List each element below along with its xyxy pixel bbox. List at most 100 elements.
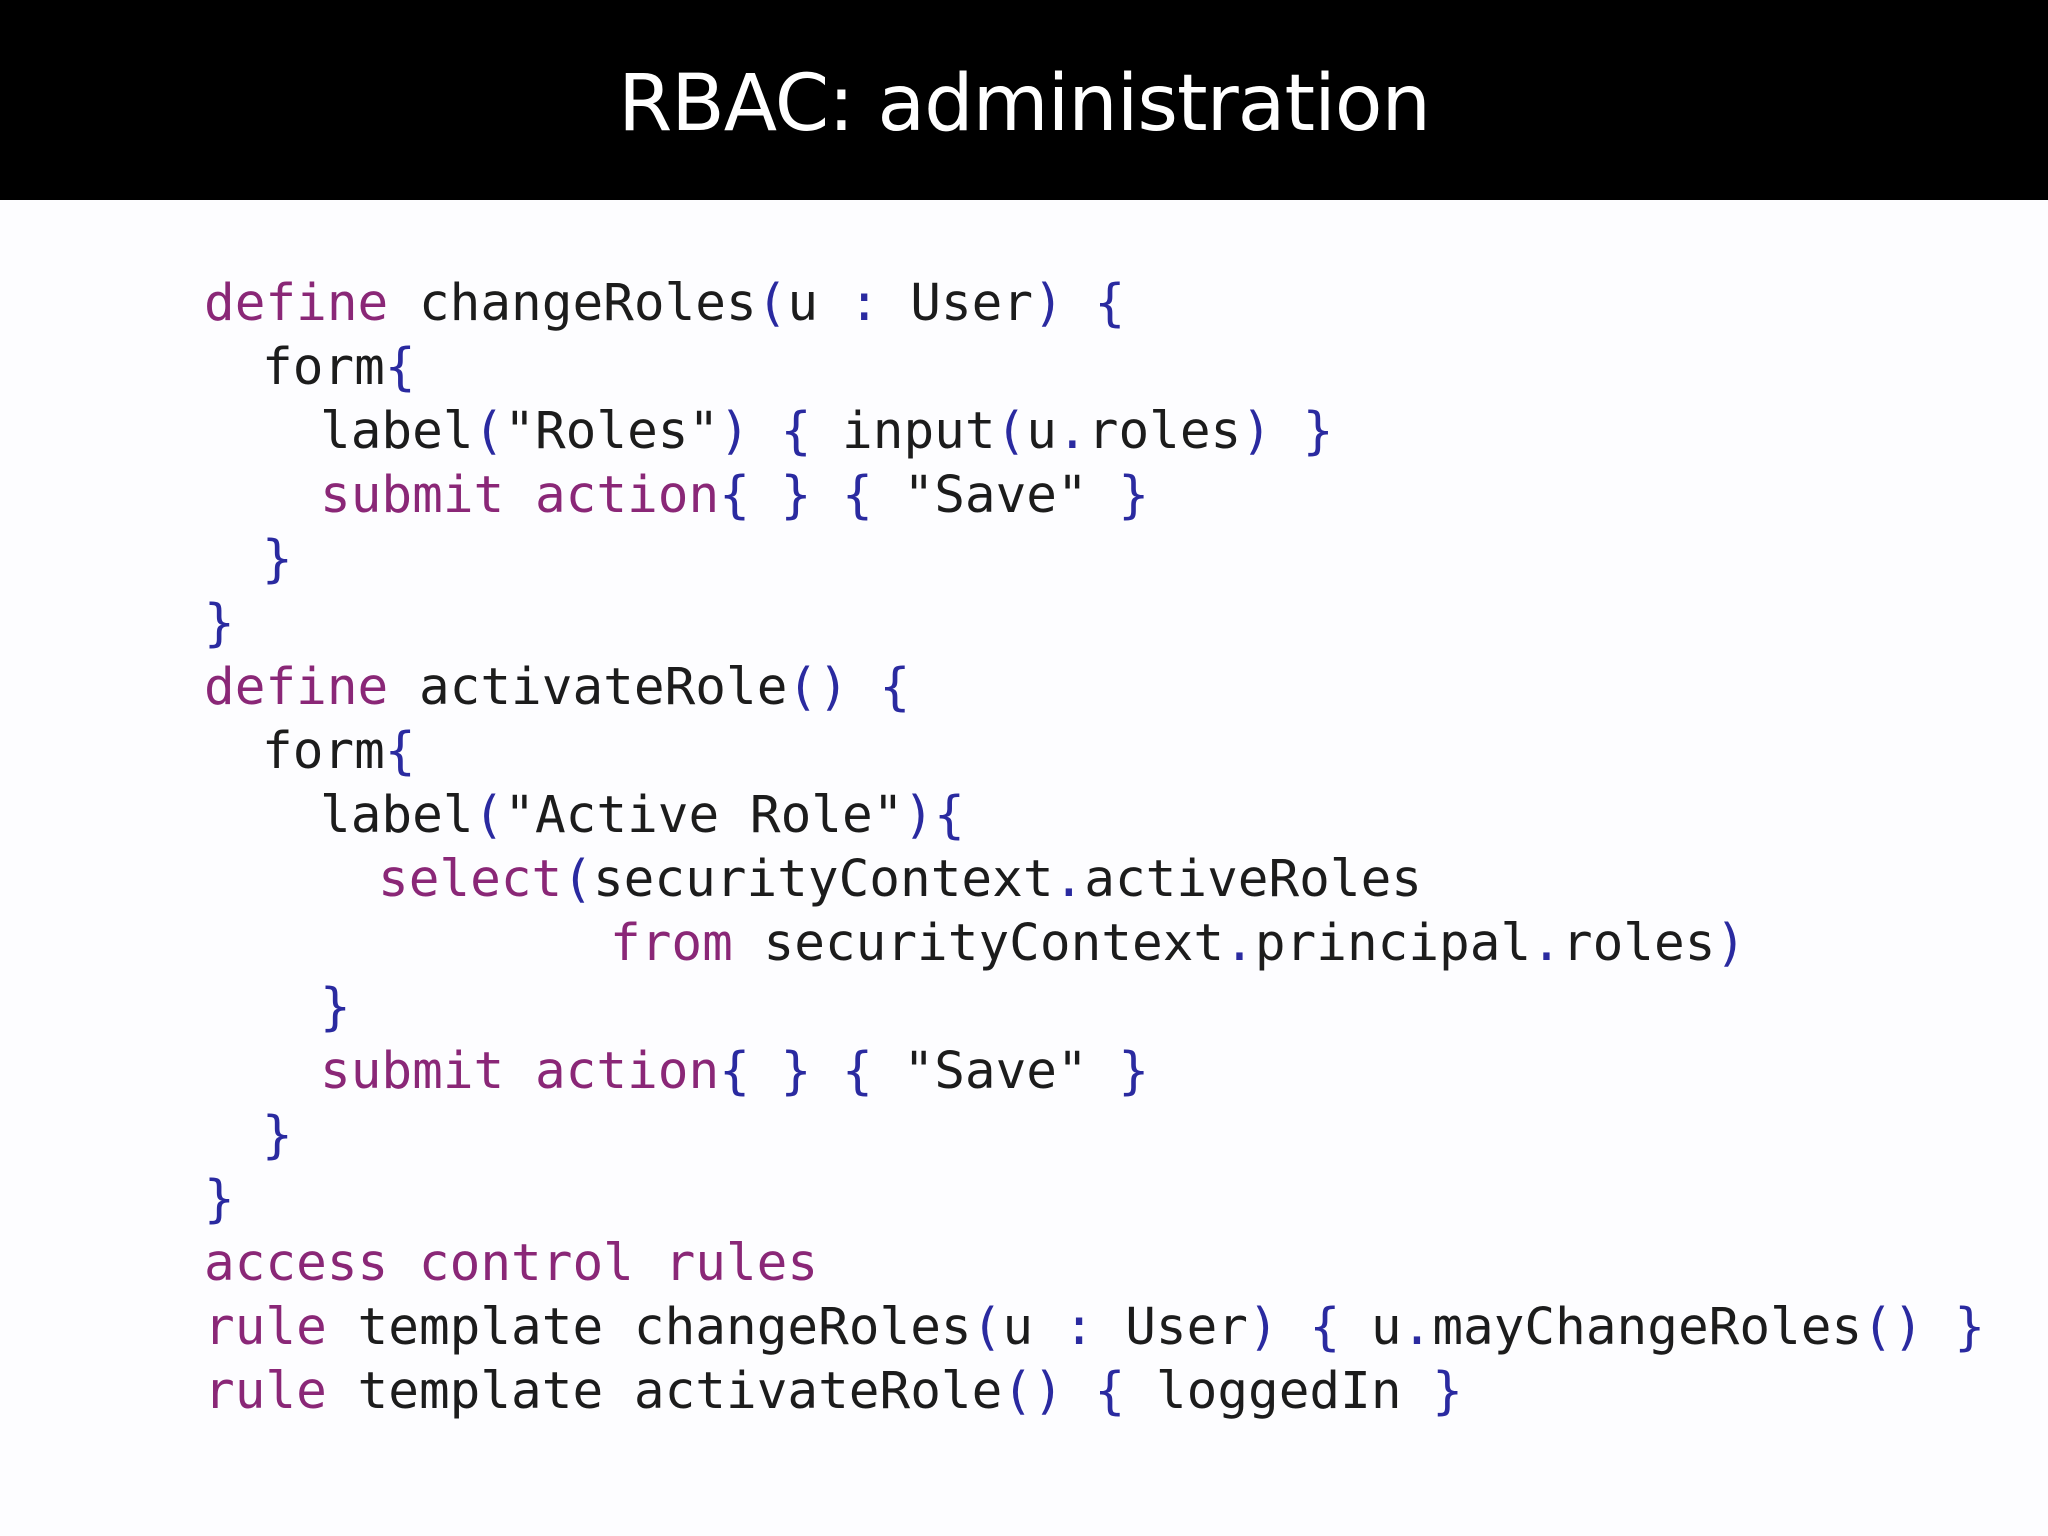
code-line: form{ bbox=[262, 336, 416, 400]
code-line: } bbox=[262, 528, 293, 592]
code-token: } bbox=[780, 466, 812, 525]
code-token: template changeRoles bbox=[326, 1298, 972, 1357]
code-line: select(securityContext.activeRoles bbox=[378, 848, 1422, 912]
code-line: rule template changeRoles(u : User) { u.… bbox=[204, 1296, 1985, 1360]
code-token: { bbox=[719, 1042, 750, 1101]
code-token: : bbox=[848, 274, 880, 333]
code-token: } bbox=[262, 1106, 293, 1165]
code-token: . bbox=[1057, 402, 1088, 461]
code-token: define bbox=[204, 658, 389, 717]
code-token: { bbox=[780, 402, 812, 461]
code-line: submit action{ } { "Save" } bbox=[320, 1040, 1149, 1104]
code-token: ) bbox=[903, 786, 935, 845]
code-line: } bbox=[204, 592, 235, 656]
code-token: ( bbox=[562, 850, 593, 909]
code-token: { bbox=[384, 338, 416, 397]
code-token bbox=[1924, 1298, 1955, 1357]
code-token: u bbox=[1026, 402, 1058, 461]
code-token bbox=[1064, 274, 1095, 333]
slide-title: RBAC: administration bbox=[618, 59, 1431, 149]
code-token: { bbox=[1094, 274, 1126, 333]
code-line: label("Roles") { input(u.roles) } bbox=[320, 400, 1333, 464]
code-token: ( bbox=[971, 1298, 1003, 1357]
code-token: { bbox=[879, 658, 911, 717]
code-token: . bbox=[1531, 914, 1562, 973]
code-token: rule bbox=[204, 1298, 327, 1357]
code-token: securityContext bbox=[592, 850, 1054, 909]
code-line: from securityContext.principal.roles) bbox=[610, 912, 1746, 976]
code-line: rule template activateRole() { loggedIn … bbox=[204, 1360, 1463, 1424]
code-token: access control rules bbox=[204, 1234, 819, 1293]
code-token: label bbox=[320, 402, 474, 461]
code-line: define changeRoles(u : User) { bbox=[204, 272, 1125, 336]
code-token: { bbox=[719, 466, 750, 525]
code-token: u bbox=[1002, 1298, 1064, 1357]
code-token: ( bbox=[473, 402, 505, 461]
code-token: action bbox=[534, 1042, 720, 1101]
code-token: } bbox=[204, 1170, 235, 1229]
code-token: "Active Role" bbox=[504, 786, 904, 845]
code-token: form bbox=[262, 338, 385, 397]
code-line: access control rules bbox=[204, 1232, 818, 1296]
code-token: } bbox=[780, 1042, 812, 1101]
code-token: . bbox=[1401, 1298, 1433, 1357]
code-token: { bbox=[842, 466, 873, 525]
code-token: ) bbox=[719, 402, 750, 461]
code-token: roles bbox=[1087, 402, 1242, 461]
code-token: changeRoles bbox=[388, 274, 757, 333]
code-token: u bbox=[787, 274, 849, 333]
code-token bbox=[811, 466, 842, 525]
code-token bbox=[849, 658, 880, 717]
code-token: { bbox=[934, 786, 965, 845]
code-token: } bbox=[1302, 402, 1334, 461]
code-area: define changeRoles(u : User) {form{label… bbox=[0, 200, 2048, 1536]
code-token bbox=[750, 1042, 781, 1101]
code-token: roles bbox=[1561, 914, 1716, 973]
code-token: action bbox=[534, 466, 720, 525]
code-token: ( bbox=[756, 274, 788, 333]
code-token: loggedIn bbox=[1125, 1362, 1433, 1421]
code-token: } bbox=[1118, 1042, 1150, 1101]
code-token bbox=[504, 1042, 535, 1101]
code-token: { bbox=[842, 1042, 873, 1101]
code-token: () bbox=[1862, 1298, 1924, 1357]
code-token: principal bbox=[1254, 914, 1532, 973]
code-token: activeRoles bbox=[1084, 850, 1423, 909]
code-token: u bbox=[1340, 1298, 1402, 1357]
code-line: submit action{ } { "Save" } bbox=[320, 464, 1149, 528]
code-token: activateRole bbox=[388, 658, 788, 717]
code-token: } bbox=[262, 530, 293, 589]
code-token: submit bbox=[320, 1042, 505, 1101]
code-token: mayChangeRoles bbox=[1432, 1298, 1863, 1357]
code-token: } bbox=[204, 594, 235, 653]
code-token bbox=[1272, 402, 1303, 461]
code-token: select bbox=[378, 850, 563, 909]
code-token: label bbox=[320, 786, 474, 845]
code-token: define bbox=[204, 274, 389, 333]
code-line: label("Active Role"){ bbox=[320, 784, 965, 848]
code-token bbox=[504, 466, 535, 525]
code-token: ( bbox=[995, 402, 1027, 461]
title-bar bbox=[0, 0, 2048, 200]
code-token: ( bbox=[473, 786, 505, 845]
code-line: form{ bbox=[262, 720, 416, 784]
code-token: ) bbox=[1715, 914, 1747, 973]
code-token: from bbox=[610, 914, 733, 973]
code-token: : bbox=[1063, 1298, 1095, 1357]
code-token: } bbox=[320, 978, 351, 1037]
code-line: } bbox=[262, 1104, 293, 1168]
code-line: define activateRole() { bbox=[204, 656, 910, 720]
code-token: form bbox=[262, 722, 385, 781]
code-token: "Save" bbox=[872, 1042, 1119, 1101]
code-token: submit bbox=[320, 466, 505, 525]
code-line: } bbox=[204, 1168, 235, 1232]
code-token: () bbox=[1002, 1362, 1064, 1421]
code-token: template activateRole bbox=[326, 1362, 1003, 1421]
code-token: "Roles" bbox=[504, 402, 720, 461]
code-token: . bbox=[1224, 914, 1255, 973]
code-token: ) bbox=[1248, 1298, 1279, 1357]
code-token: } bbox=[1954, 1298, 1986, 1357]
code-token: rule bbox=[204, 1362, 327, 1421]
code-token: { bbox=[384, 722, 416, 781]
